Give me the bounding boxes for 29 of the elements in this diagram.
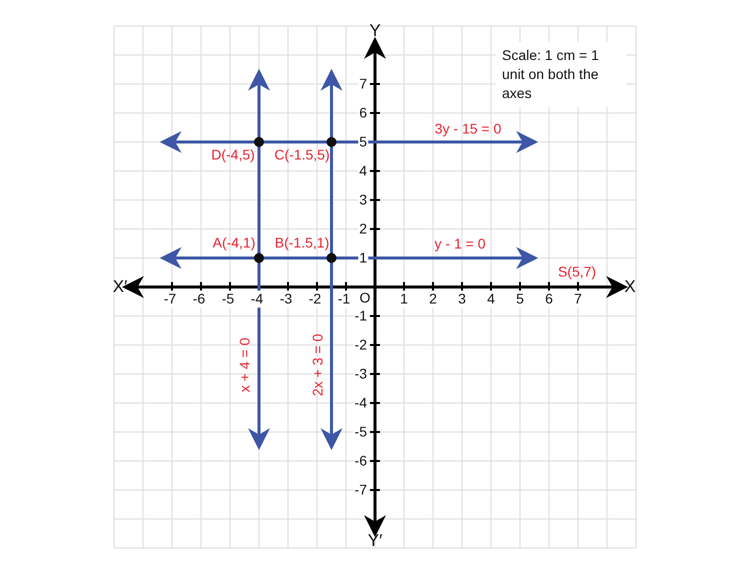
- tick-label: 5: [515, 290, 525, 308]
- tick-label: 7: [573, 290, 583, 308]
- tick-label: 2: [428, 290, 438, 308]
- point-label: C(-1.5,5): [274, 146, 330, 164]
- scale-note: Scale: 1 cm = 1 unit on both the axes: [496, 42, 626, 107]
- tick-label: -6: [192, 290, 206, 308]
- point-label: A(-4,1): [212, 234, 256, 252]
- tick-label: 6: [544, 290, 554, 308]
- tick-label: -7: [162, 290, 178, 308]
- axis-label: Y: [369, 20, 381, 42]
- tick-label: -2: [308, 290, 322, 308]
- axis-label: X: [624, 276, 636, 298]
- tick-label: 3: [457, 290, 467, 308]
- tick-label: -1: [336, 290, 352, 308]
- equation-label: x + 4 = 0: [236, 338, 254, 392]
- tick-label: 1: [399, 290, 409, 308]
- origin-label: O: [360, 290, 370, 306]
- point-label: S(5,7): [558, 264, 596, 280]
- tick-label: -3: [278, 290, 294, 308]
- tick-label: -4: [250, 290, 264, 308]
- equation-label: 2x + 3 = 0: [310, 334, 326, 396]
- point-label: B(-1.5,1): [274, 234, 330, 252]
- axis-label: Y′: [368, 530, 382, 552]
- tick-label: 4: [486, 290, 496, 308]
- point-label: D(-4,5): [211, 146, 255, 164]
- tick-label: -5: [220, 290, 236, 308]
- axis-label: X′: [112, 276, 128, 298]
- equation-label: y - 1 = 0: [434, 236, 486, 252]
- equation-label: 3y - 15 = 0: [434, 120, 502, 138]
